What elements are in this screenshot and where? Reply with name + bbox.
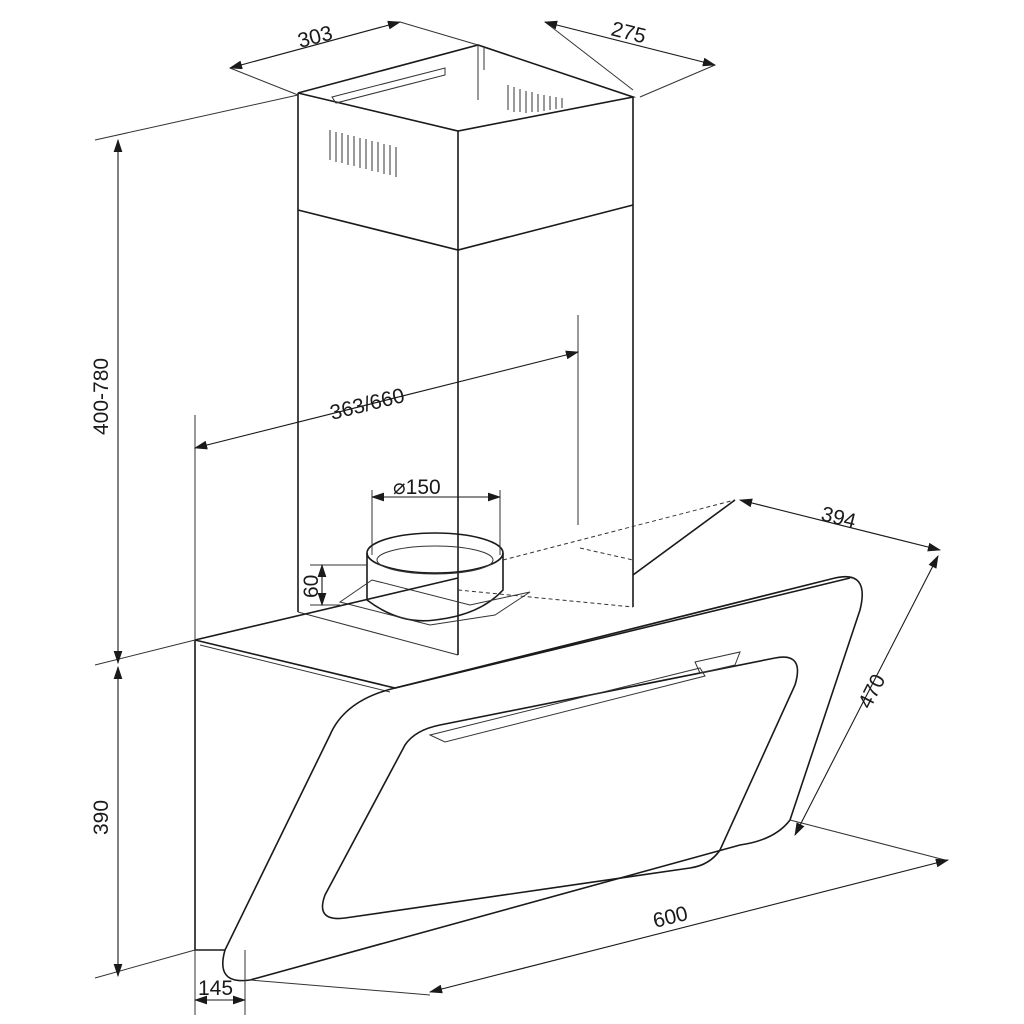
label-600: 600 — [651, 902, 691, 933]
vent-slots-icon — [329, 85, 563, 177]
label-390: 390 — [90, 800, 113, 835]
label-275: 275 — [609, 18, 649, 49]
chimney-upper — [297, 44, 637, 251]
label-duct-150: ⌀150 — [393, 476, 441, 499]
glass-panel — [222, 576, 946, 996]
duct-collar — [338, 499, 736, 626]
hood-body — [194, 499, 851, 951]
dimension-lines — [94, 20, 950, 1015]
label-470: 470 — [854, 671, 890, 713]
label-394: 394 — [819, 503, 859, 534]
label-145: 145 — [198, 977, 233, 1000]
dimension-labels: 303 275 400-780 363/660 ⌀150 60 394 470 … — [90, 18, 890, 1000]
label-400-780: 400-780 — [90, 358, 113, 435]
label-303: 303 — [295, 22, 335, 53]
chimney-lower — [297, 205, 634, 656]
label-363-660: 363/660 — [328, 384, 407, 425]
label-60: 60 — [300, 575, 323, 598]
